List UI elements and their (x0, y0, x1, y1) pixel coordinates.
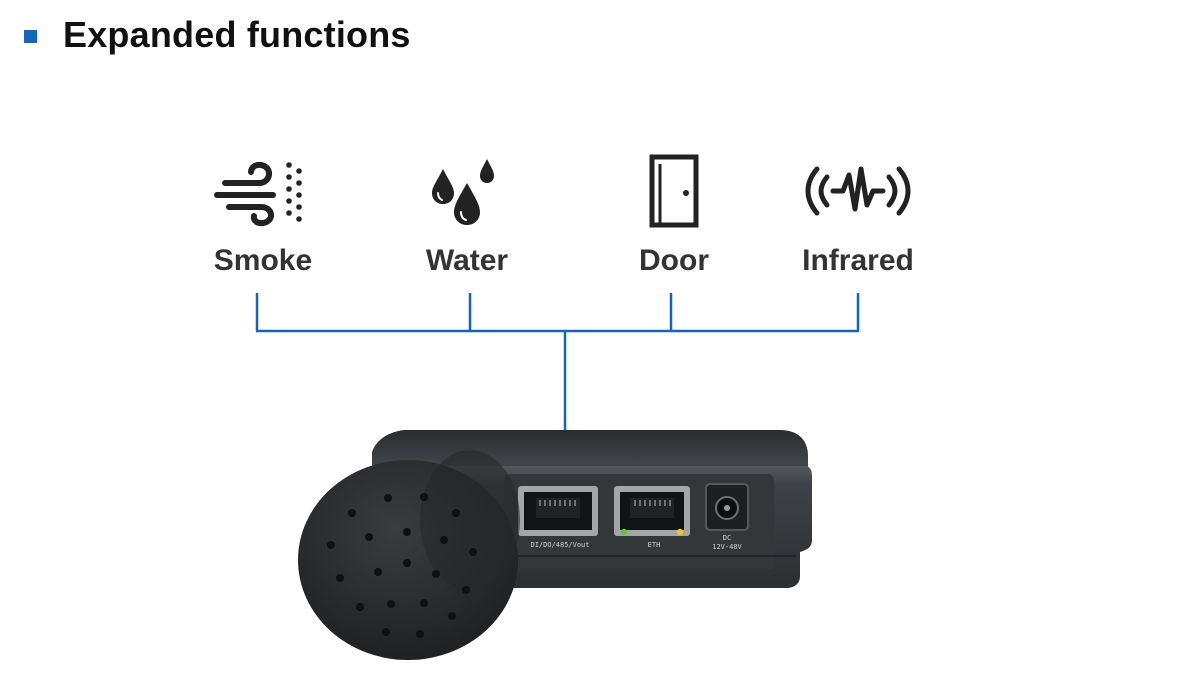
feature-water: Water (387, 150, 547, 278)
port-label-dc: DC (722, 534, 732, 542)
dc-power-jack-icon (705, 483, 749, 531)
feature-label-infrared: Infrared (802, 244, 914, 277)
page-title: Expanded functions (63, 14, 411, 55)
smoke-icon (183, 150, 343, 232)
feature-smoke: Smoke (183, 150, 343, 278)
infrared-sensor-icon (778, 150, 938, 232)
door-icon (594, 150, 754, 232)
port-label-eth: ETH (647, 541, 661, 549)
port-label-io: DI/DO/485/Vout (530, 541, 590, 549)
square-bullet-icon (24, 29, 37, 43)
sensor-disc-icon (298, 450, 520, 660)
port-label-voltage: 12V-48V (712, 543, 742, 551)
feature-label-door: Door (639, 244, 709, 277)
rj45-port-icon (518, 486, 598, 536)
feature-door: Door (594, 150, 754, 278)
ethernet-port-icon (614, 486, 690, 536)
feature-label-smoke: Smoke (213, 244, 313, 277)
feature-label-water: Water (425, 244, 509, 277)
water-drops-icon (387, 150, 547, 232)
section-heading: Expanded functions (24, 14, 411, 56)
feature-infrared: Infrared (778, 150, 938, 278)
